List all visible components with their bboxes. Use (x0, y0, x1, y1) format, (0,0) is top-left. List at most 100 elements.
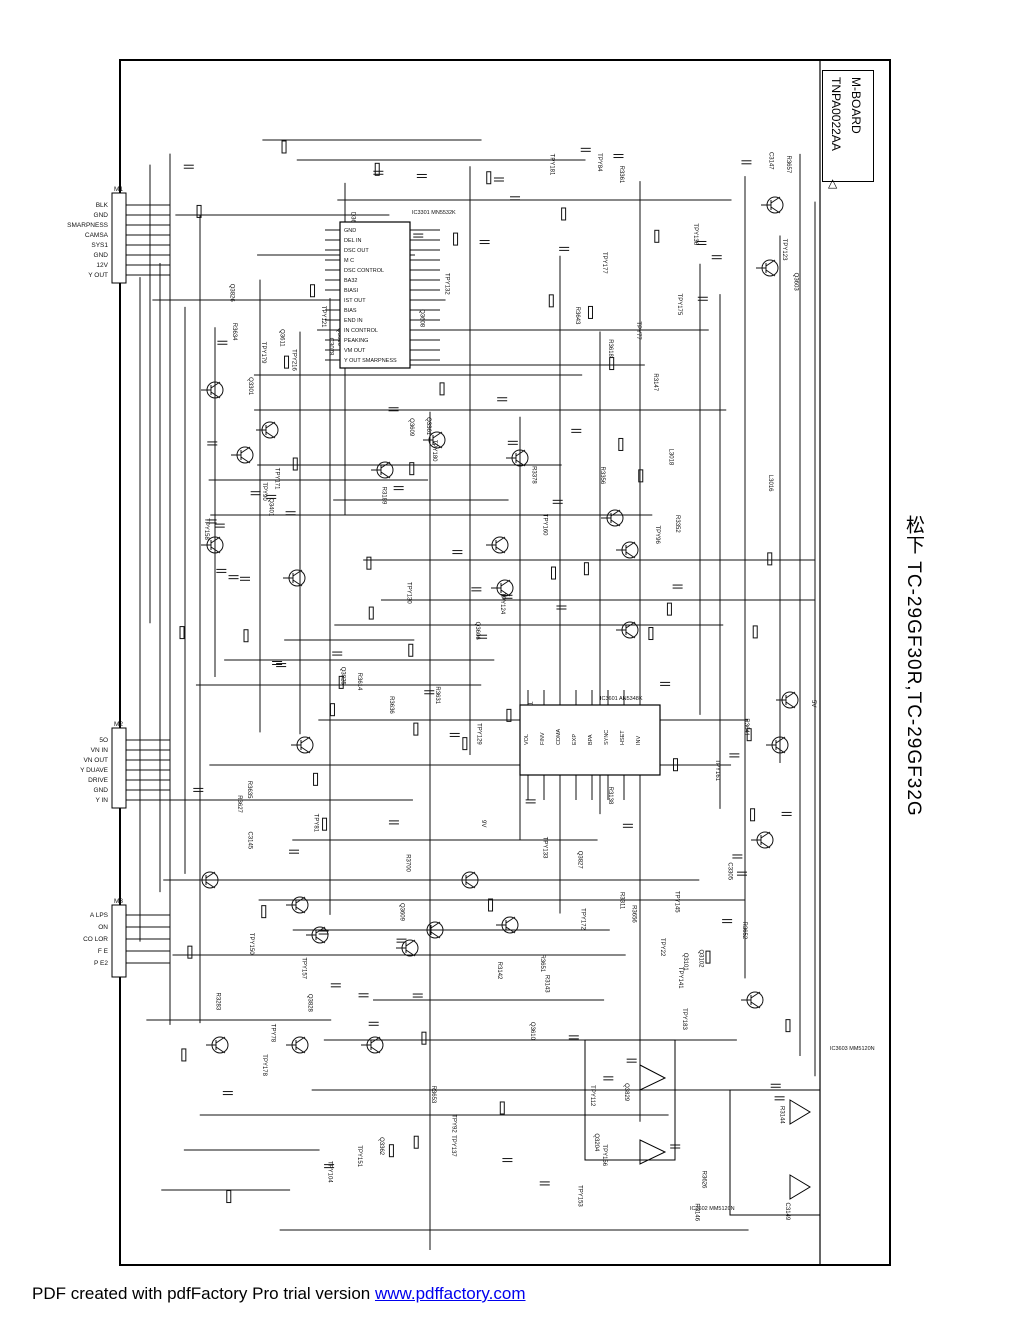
warning-icon: △ (828, 176, 838, 190)
component-label: TPY104 (327, 1161, 333, 1183)
component-label: Q3610 (529, 1022, 535, 1041)
component-label: Q3362 (378, 1137, 384, 1156)
resistor-symbol (506, 708, 512, 722)
resistor-symbol (785, 1019, 791, 1033)
component-label: L3016 (767, 475, 773, 492)
pdffactory-link[interactable]: www.pdffactory.com (374, 1284, 526, 1303)
board-part-number: TNPA0022AA (829, 77, 843, 151)
component-label: R3641 (743, 718, 749, 736)
component-label: TPY153 (577, 1185, 583, 1207)
component-label: R3643 (574, 307, 580, 325)
m1-pin-label: SYS1 (91, 242, 108, 249)
resistor-symbol (462, 737, 468, 751)
component-label: R3311 (619, 892, 625, 910)
resistor-symbol (413, 722, 419, 736)
resistor-symbol (752, 625, 758, 639)
resistor-symbol (313, 772, 319, 786)
component-label: TPY77 (635, 321, 641, 340)
m1-pin-label: GND (94, 252, 109, 259)
component-labels: R3311L3016C3305R3361Q3401R3142R3143R3144… (203, 150, 830, 1222)
m2-pin-label: GND (94, 787, 109, 794)
ic3601-pin: SYNC (604, 730, 610, 745)
component-label: TPY96 (654, 526, 660, 545)
resistor-symbol (618, 437, 624, 451)
m3-pin-label: CO LOR (83, 936, 108, 943)
component-label: R3652 (741, 921, 747, 939)
component-label: R3142 (496, 962, 502, 980)
resistor-symbol (551, 566, 557, 580)
component-label: TPY124 (499, 593, 505, 615)
component-label: R3378 (530, 466, 536, 484)
ic3601-pin: CDMA (556, 728, 562, 745)
component-label: TPY175 (676, 294, 682, 316)
model-title: 松下 TC-29GF30R,TC-29GF32G (903, 515, 924, 817)
component-label: Q3609 (408, 418, 414, 437)
component-label: R3361 (618, 166, 624, 184)
component-label: TPY136 (692, 223, 698, 245)
resistor-symbol (767, 552, 773, 566)
m2-pin-label: VN OUT (83, 757, 108, 764)
component-label: C3078 (328, 338, 334, 356)
resistor-symbol (561, 207, 567, 221)
component-label: Q3401 (267, 498, 273, 517)
ic3301-pin: DEL IN (344, 238, 362, 244)
component-label: R3189 (381, 487, 387, 505)
resistor-symbol (648, 627, 654, 641)
ic3603: IC3603 MM5120N (729, 1046, 875, 1216)
component-label: TPY121 (320, 306, 326, 328)
resistor-symbol (187, 945, 193, 959)
resistor-symbol (746, 728, 752, 742)
ic3301-pin: IST OUT (344, 298, 366, 304)
component-label: Q3610 (336, 328, 342, 347)
component-label: R3626 (701, 1171, 707, 1189)
component-label: Q3608 (419, 309, 425, 328)
ic3301-pin: M C (344, 258, 354, 264)
component-label: R3653 (430, 1086, 436, 1104)
component-label: R3635 (246, 781, 252, 799)
connector-m2-id: M2 (114, 721, 123, 728)
component-label: R3352 (674, 515, 680, 533)
component-label: TPY132 (444, 273, 450, 295)
wire-network (126, 139, 816, 1250)
ic3603-label: IC3603 MM5120N (830, 1046, 875, 1052)
resistor-symbol (196, 204, 202, 218)
ic3301-pin: GND (344, 228, 356, 234)
component-label: Q3361 (425, 417, 431, 436)
m2-pin-label: Y DUAVE (80, 767, 109, 774)
resistor-symbol (179, 626, 185, 640)
resistor-symbol (310, 284, 316, 298)
component-label: TPY133 (541, 837, 547, 859)
component-label: R3283 (214, 993, 220, 1011)
resistor-symbol (322, 817, 328, 831)
component-label: R3636 (388, 696, 394, 714)
ic3601-pin: BPA (588, 734, 594, 745)
resistor-symbol (368, 606, 374, 620)
component-label: R3657 (785, 156, 791, 174)
m1-pin-label: CAMSA (85, 232, 109, 239)
component-label: TPY129 (476, 723, 482, 745)
ic3601-label: IC3601 AN5348K (600, 696, 643, 702)
ic3301-pin: BA32 (344, 278, 357, 284)
component-symbols (179, 140, 799, 1204)
component-label: TPY181 (549, 154, 555, 176)
component-label: TPY177 (601, 252, 607, 274)
component-label: C3149 (784, 1203, 790, 1221)
board-title-box: M-BOARD TNPA0022AA (822, 70, 874, 182)
supply-label: 9V (480, 820, 486, 827)
component-label: Q3826 (229, 284, 235, 303)
component-label: R3146 (694, 1203, 700, 1221)
component-label: R3631 (434, 686, 440, 704)
component-label: TPY150 (248, 933, 254, 955)
component-label: Q3828 (306, 994, 312, 1013)
component-label: TPY172 (580, 908, 586, 930)
resistor-symbol (261, 905, 267, 919)
component-label: TPY84 (596, 153, 602, 172)
ic3301-pin: PEAKING (344, 338, 368, 344)
component-label: TPY158 (203, 518, 209, 540)
resistor-symbol (338, 675, 344, 689)
resistor-symbol (408, 643, 414, 657)
component-label: TPY137 (450, 1135, 456, 1157)
component-label: L3018 (667, 449, 673, 466)
